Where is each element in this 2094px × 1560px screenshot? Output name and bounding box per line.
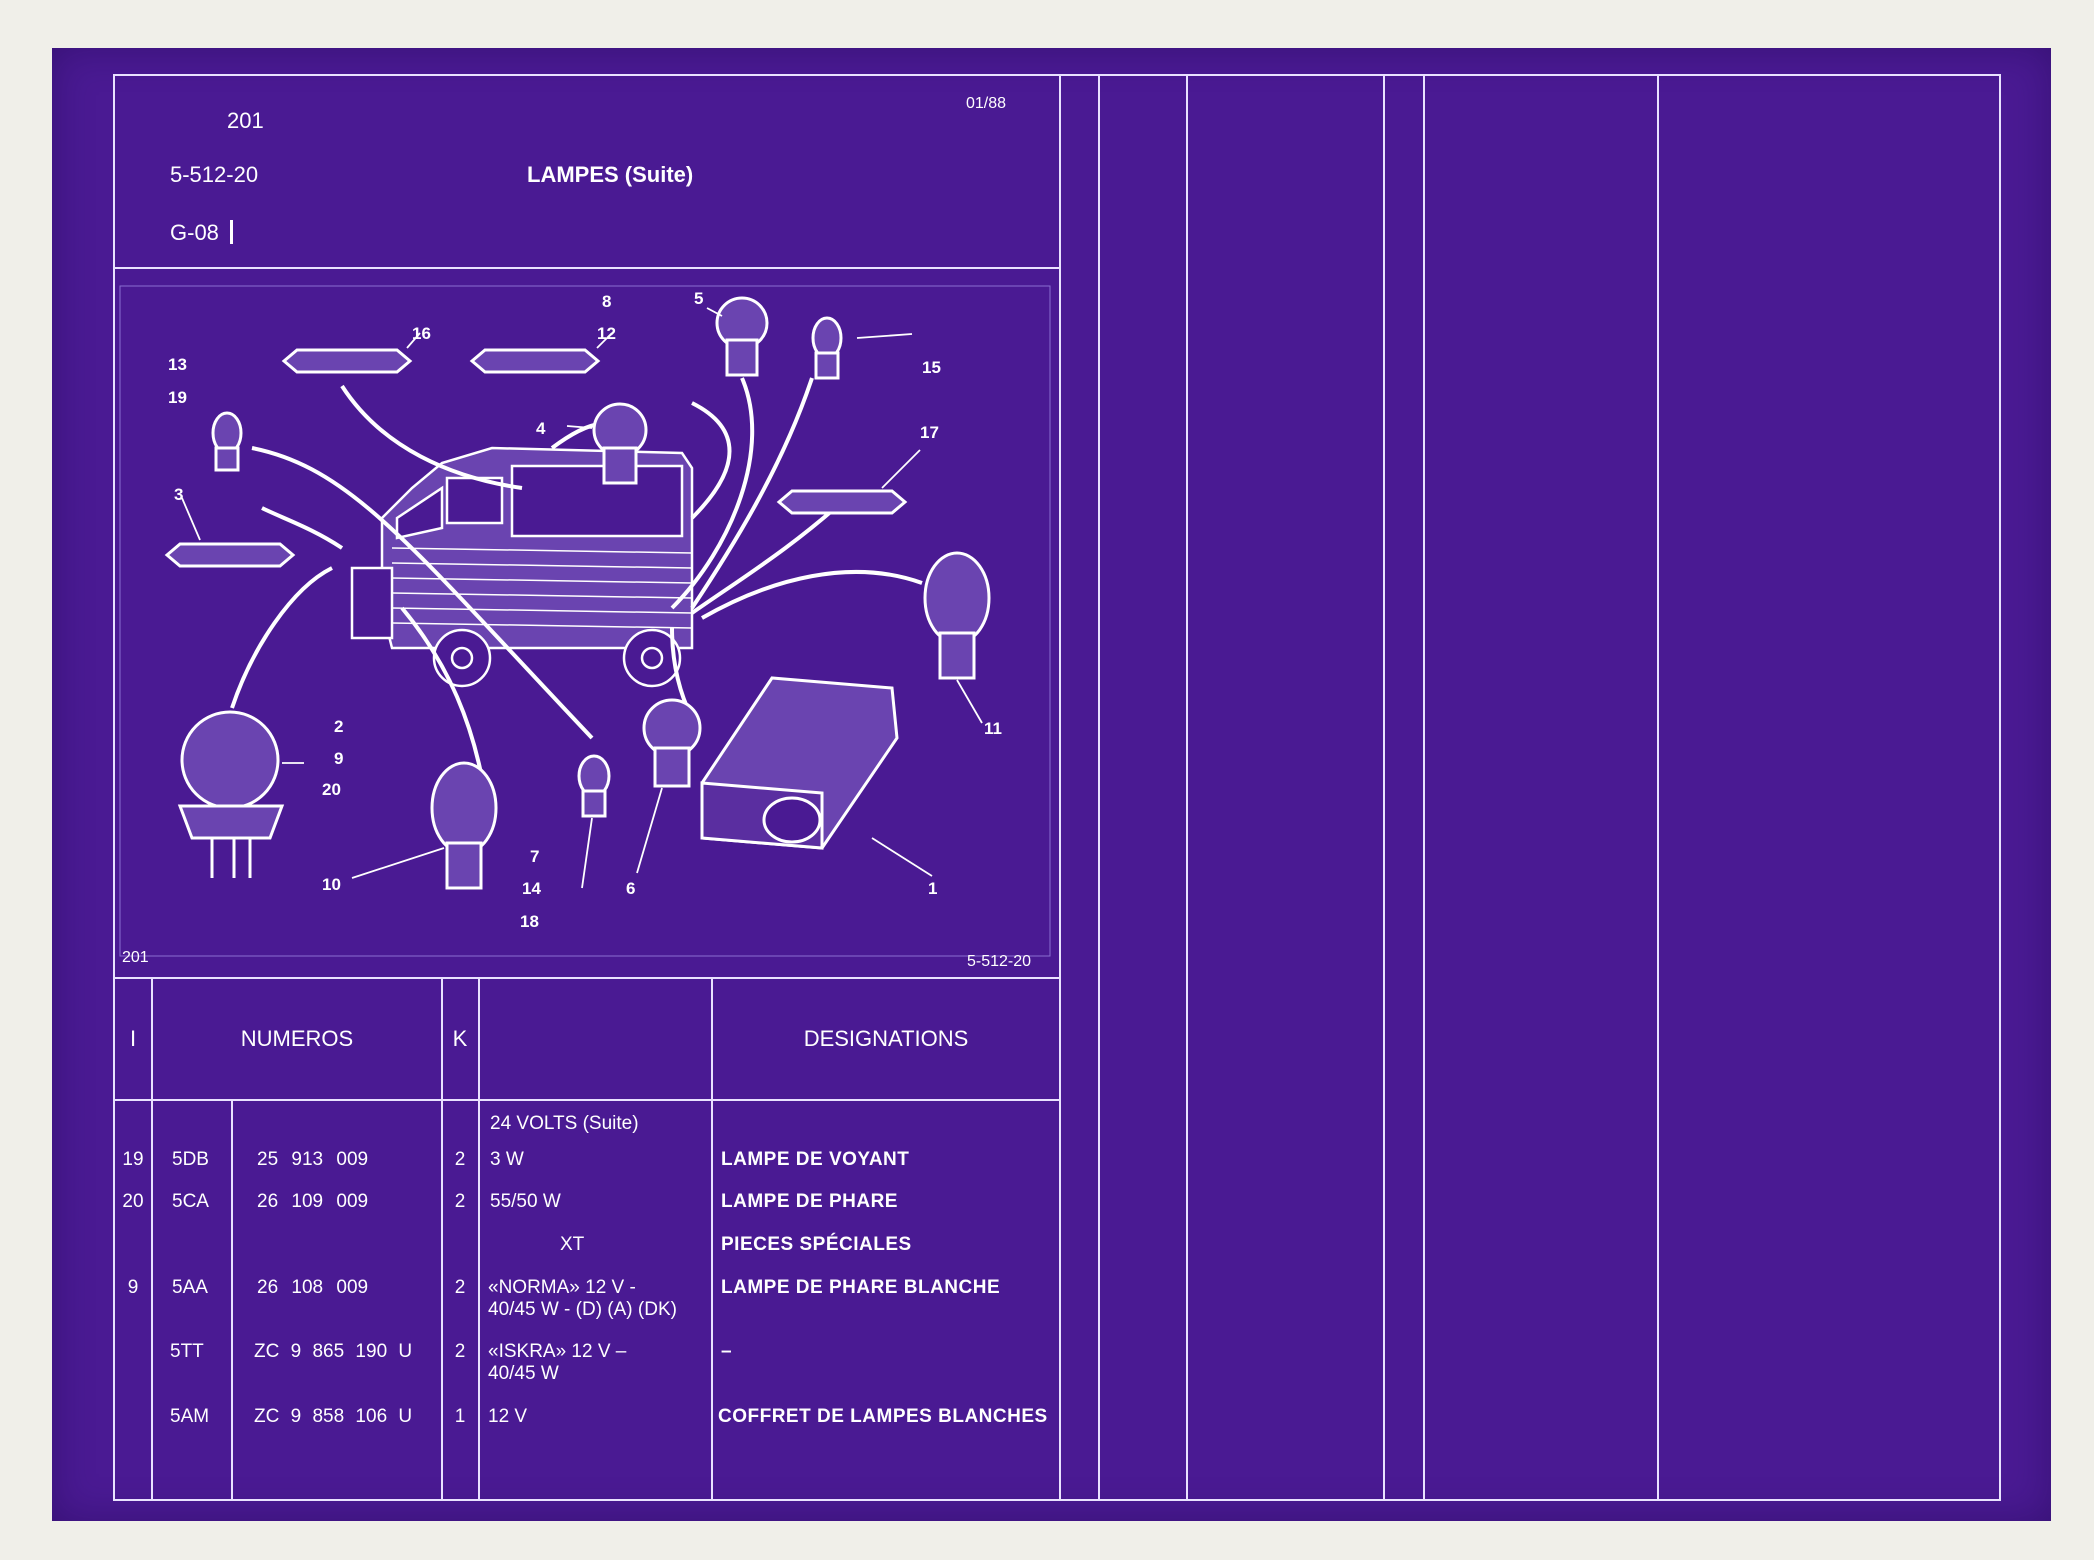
callout: 20 [322,780,341,799]
microfiche-sheet: 201 5-512-20 G-08 LAMPES (Suite) 01/88 2… [52,48,2051,1521]
section-label: 24 VOLTS (Suite) [490,1113,639,1134]
row-spec: 55/50 W [490,1191,561,1212]
row-index: 9 [127,1277,139,1298]
row-k: 2 [454,1277,466,1298]
callout: 5 [694,289,704,308]
bulb-15-icon [811,316,843,380]
callout: 10 [322,875,341,894]
callout: 4 [536,419,546,438]
festoon-lamp-17-icon [776,489,908,515]
row-spec: XT [560,1234,585,1255]
van-icon [350,446,694,688]
callout: 11 [984,719,1002,738]
lamp-illustration [164,296,991,890]
callout: 16 [412,324,431,343]
bulb-7-icon [577,754,611,818]
row-k: 2 [454,1191,466,1212]
row-spec: «NORMA» 12 V - [488,1277,636,1298]
row-k: 2 [454,1341,466,1362]
bulb-5-icon [715,296,769,377]
lamp-box-1-icon [700,676,899,850]
col-header-i: I [129,1026,137,1051]
bulb-4-icon [592,402,648,485]
row-number: ZC 9 865 190 U [254,1341,413,1362]
callout: 9 [334,749,344,768]
row-designation: COFFRET DE LAMPES BLANCHES [718,1406,1048,1427]
bulb-6-icon [642,698,702,788]
bulb-13-icon [211,411,243,472]
header-ref: 5-512-20 [170,162,259,187]
row-spec: 3 W [490,1149,524,1170]
festoon-lamp-16-icon [281,348,413,374]
header-date: 01/88 [966,95,1007,112]
figure-label-right: 5-512-20 [967,953,1032,970]
callout: 3 [174,485,184,504]
festoon-lamp-8-icon [469,348,601,374]
header-group: G-08 [170,216,234,244]
callout: 17 [920,423,939,442]
callout: 19 [168,388,187,407]
figure-label-left: 201 [122,949,149,966]
wires [230,377,923,779]
row-designation: LAMPE DE PHARE BLANCHE [721,1277,1001,1298]
row-designation: PIECES SPÉCIALES [721,1234,912,1255]
row-code: 5DB [172,1149,209,1170]
callout: 15 [922,358,941,377]
row-index: 19 [122,1149,144,1170]
grid-lines [113,74,2001,1501]
row-code: 5AM [170,1406,210,1427]
festoon-lamp-3-icon [164,542,296,568]
page-title: LAMPES (Suite) [527,162,694,187]
row-spec: 12 V [488,1406,528,1427]
callout: 18 [520,912,539,931]
header-code: 201 [227,108,264,133]
col-header-numeros: NUMEROS [240,1026,354,1051]
bulb-11-icon [923,551,991,680]
row-k: 2 [454,1149,466,1170]
row-k: 1 [454,1406,466,1427]
row-spec: «ISKRA» 12 V – [488,1341,627,1362]
row-designation: LAMPE DE PHARE [721,1191,898,1212]
row-designation: – [721,1341,733,1362]
col-header-designations: DESIGNATIONS [803,1026,969,1051]
callout: 1 [928,879,938,898]
row-designation: LAMPE DE VOYANT [721,1149,910,1170]
row-code: 5TT [170,1341,204,1362]
row-code: 5CA [172,1191,209,1212]
row-code: 5AA [172,1277,208,1298]
bulb-10-icon [430,761,498,890]
col-header-k: K [452,1026,468,1051]
callout: 12 [597,324,616,343]
callout: 14 [522,879,541,898]
row-number: 26 109 009 [257,1191,369,1212]
headlamp-bulb-2-icon [177,710,285,878]
row-index: 20 [122,1191,144,1212]
row-number: ZC 9 858 106 U [254,1406,413,1427]
callout: 7 [530,847,540,866]
arrow-up-icon [230,220,234,244]
callout: 6 [626,879,636,898]
row-spec-line2: 40/45 W [488,1363,559,1384]
callout: 13 [168,355,187,374]
callout: 2 [334,717,344,736]
row-spec-line2: 40/45 W - (D) (A) (DK) [488,1299,677,1320]
row-number: 26 108 009 [257,1277,369,1298]
callout: 8 [602,292,612,311]
row-number: 25 913 009 [257,1149,369,1170]
